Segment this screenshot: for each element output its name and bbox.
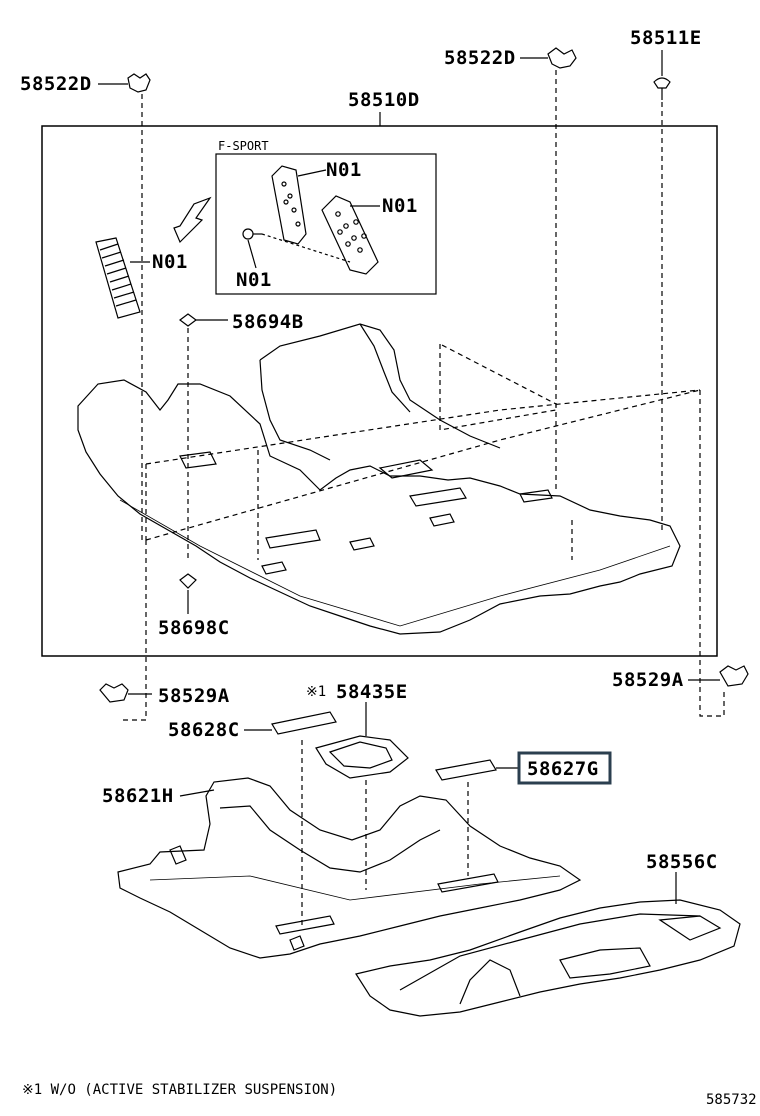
clip-58529a-left-icon: [99, 683, 129, 703]
callout-58435e-mark: ※1: [306, 684, 326, 700]
callout-58556c[interactable]: 58556C: [646, 851, 718, 873]
callout-n01-d[interactable]: N01: [152, 251, 188, 273]
callout-n01-c[interactable]: N01: [236, 269, 272, 291]
callout-58628c[interactable]: 58628C: [168, 719, 240, 741]
screw-icon: [242, 228, 262, 240]
figure-id: 585732: [706, 1092, 757, 1108]
callout-58621h[interactable]: 58621H: [102, 785, 174, 807]
callout-58529a-left[interactable]: 58529A: [158, 685, 230, 707]
callout-n01-a[interactable]: N01: [326, 159, 362, 181]
footnote: ※1 W/O (ACTIVE STABILIZER SUSPENSION): [22, 1082, 337, 1098]
pad-58628c-icon: [271, 711, 337, 735]
leader-n01-a: [297, 169, 327, 177]
clip-58522d-right-icon: [547, 47, 577, 69]
callout-58529a-right[interactable]: 58529A: [612, 669, 684, 691]
callout-58627g[interactable]: 58627G: [527, 758, 599, 780]
callout-58522d-right[interactable]: 58522D: [444, 47, 516, 69]
rear-silencer-58556c-icon: [355, 899, 741, 1017]
clip-58698c-icon: [179, 573, 197, 589]
callout-58698c[interactable]: 58698C: [158, 617, 230, 639]
callout-58510d[interactable]: 58510D: [348, 89, 420, 111]
callout-58511e[interactable]: 58511E: [630, 27, 702, 49]
inset-arrow-icon: [173, 196, 212, 244]
callout-58694b[interactable]: 58694B: [232, 311, 304, 333]
pad-58627g-icon: [435, 759, 497, 781]
callout-58435e[interactable]: 58435E: [336, 681, 408, 703]
fsport-label: F-SPORT: [218, 139, 269, 153]
highlight-58627g: [517, 751, 612, 785]
dash-58529a-left: [120, 540, 147, 721]
leader-n01-c: [247, 239, 257, 269]
floor-mat-pad-icon: [95, 237, 141, 319]
fsport-inset-box: [215, 153, 437, 295]
clip-58511e-icon: [653, 77, 671, 100]
clip-58522d-left-icon: [127, 73, 151, 93]
callout-58522d-left[interactable]: 58522D: [20, 73, 92, 95]
dash-58529a-right: [699, 390, 725, 717]
clip-58529a-right-icon: [719, 665, 749, 687]
fsport-pedal-pad-icon: [271, 165, 307, 245]
fsport-brake-pad-icon: [321, 195, 379, 275]
leader-58621h: [179, 789, 215, 797]
floor-carpet-icon: [77, 323, 701, 635]
clip-58694b-icon: [179, 313, 197, 327]
leader-screw: [261, 233, 351, 263]
floor-silencer-58621h-icon: [117, 777, 582, 959]
callout-n01-b[interactable]: N01: [382, 195, 418, 217]
tray-58435e-icon: [315, 735, 409, 779]
